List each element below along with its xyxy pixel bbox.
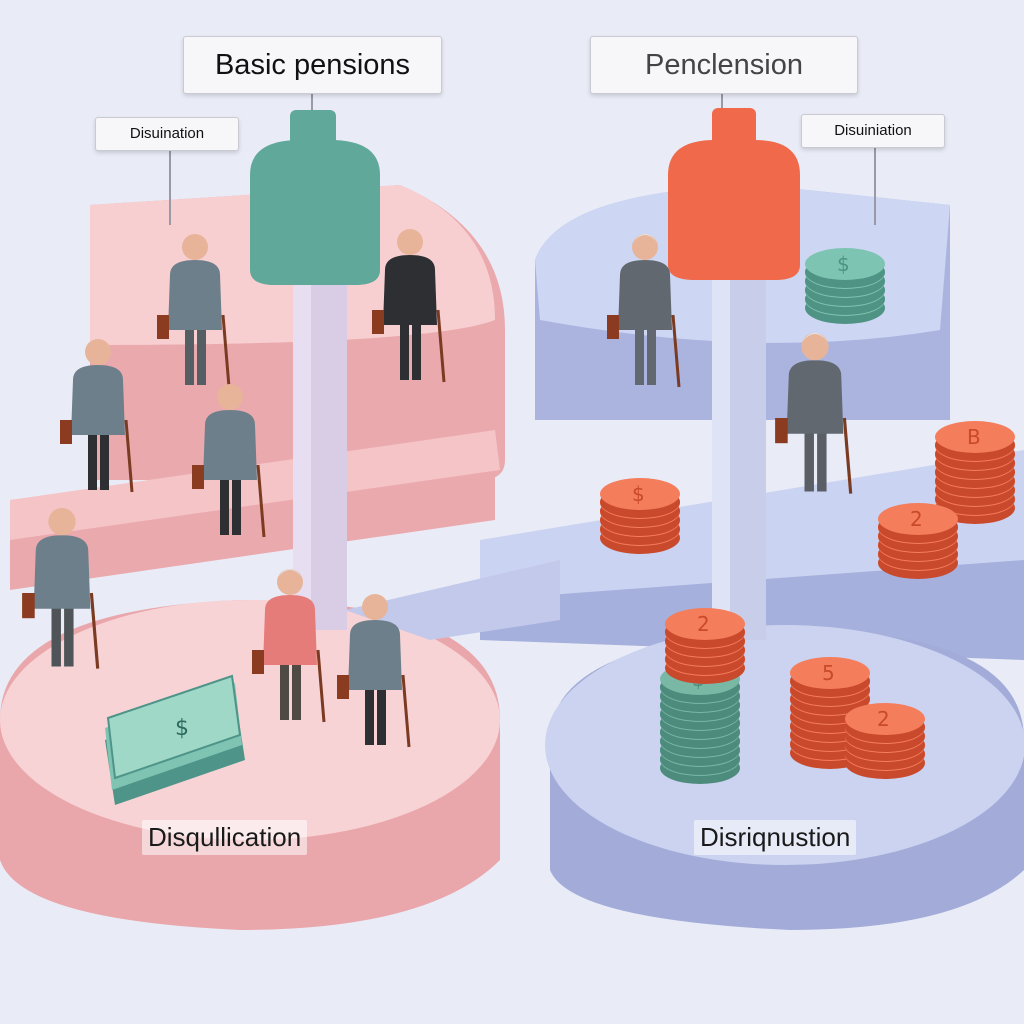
elderly-person-icon [372,229,446,383]
handbag-icon [775,418,788,444]
left-elderly-group [22,229,446,748]
right-pension-gauge [668,108,800,640]
walking-cane-icon [842,417,853,494]
elderly-person-icon [60,339,134,493]
coin-glyph: 2 [910,507,923,531]
coin-glyph: 2 [697,612,710,636]
left-base-label: Disqullication [142,820,308,855]
elderly-person-icon [337,594,411,748]
elderly-person-icon [775,332,853,494]
banknote-stack-icon: $ [105,674,245,805]
handbag-icon [22,593,35,619]
coin-stack-icon: $ [805,248,885,324]
left-system-title: Basic pensions [183,36,442,94]
coin-glyph: $ [632,482,645,506]
coin-glyph: 2 [877,707,890,731]
walking-cane-icon [316,649,326,723]
elderly-person-icon [192,384,266,538]
coin-stack-icon: 2 [845,703,925,779]
platform-connector [345,560,560,640]
right-system-title: Penclension [590,36,858,94]
handbag-icon [157,315,169,339]
elderly-person-icon [22,507,100,669]
elderly-person-icon [252,569,326,723]
walking-cane-icon [221,314,231,388]
walking-cane-icon [436,309,446,383]
handbag-icon [372,310,384,334]
coin-glyph: 5 [822,661,835,685]
coin-stack-icon: 2 [665,608,745,684]
left-pension-gauge [250,110,380,630]
right-base-label: Disriqnustion [694,820,857,855]
walking-cane-icon [401,674,411,748]
walking-cane-icon [124,419,134,493]
handbag-icon [252,650,264,674]
walking-cane-icon [671,314,681,388]
coin-stacks: $B$2$252 [600,248,1015,784]
right-elderly-group [607,234,853,494]
right-system-tag: Disuiniation [801,114,945,148]
coin-stack-icon: $ [600,478,680,554]
walking-cane-icon [89,592,100,669]
label-leaders [169,92,876,225]
coin-stack-icon: 2 [878,503,958,579]
coin-glyph: $ [837,252,850,276]
walking-cane-icon [256,464,266,538]
handbag-icon [192,465,204,489]
banknote-glyph: $ [175,716,189,741]
handbag-icon [607,315,619,339]
elderly-person-icon [607,234,681,388]
elderly-person-icon [157,234,231,388]
handbag-icon [60,420,72,444]
left-system-tag: Disuination [95,117,239,151]
handbag-icon [337,675,349,699]
coin-glyph: B [967,425,981,449]
coin-stack-icon: B [935,421,1015,524]
